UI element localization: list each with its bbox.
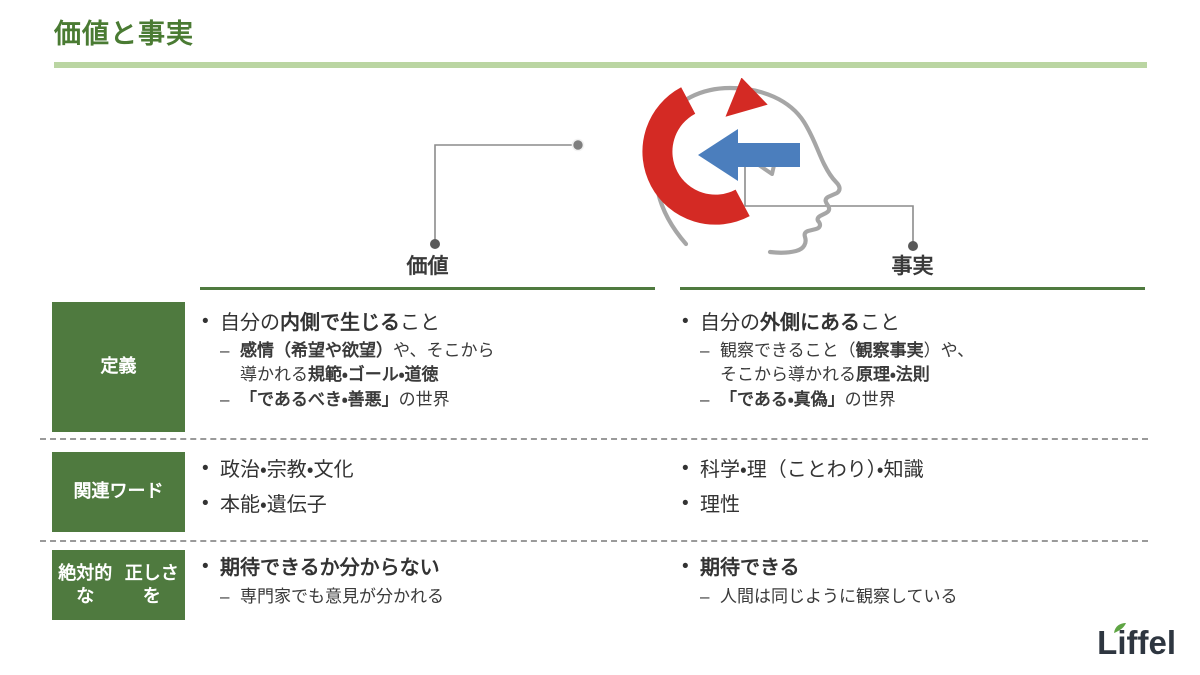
bullet-primary: 期待できる xyxy=(680,553,1180,583)
cell-definition-fact: 自分の外側にあること観察できること（観察事実）や、そこから導かれる原理・法則「で… xyxy=(680,296,1180,413)
bullet-secondary: 専門家でも意見が分かれる xyxy=(200,585,670,609)
bullet-secondary-line: 専門家でも意見が分かれる xyxy=(240,587,444,606)
bullet-primary: 理性 xyxy=(680,490,1180,520)
row-label-line: 絶対的な xyxy=(58,562,113,606)
body-text: ）や、 xyxy=(923,341,975,360)
bullet-secondary-line: 観察できること（観察事実）や、 xyxy=(720,341,974,360)
body-text: 自分の xyxy=(220,312,280,334)
emphasis-text: 「である・真偽」 xyxy=(720,390,845,410)
emphasis-text: 外側にある xyxy=(760,312,860,334)
emphasis-text: 期待できるか分からない xyxy=(220,557,440,579)
body-text: 人間は同じように観察している xyxy=(720,587,958,606)
emphasis-text: 期待できる xyxy=(700,557,800,579)
bullet-primary: 自分の外側にあること xyxy=(680,308,1180,338)
bullet-secondary-line: 導かれる規範・ゴール・道徳 xyxy=(240,363,670,387)
bullet-secondary: 「であるべき・善悪」の世界 xyxy=(200,388,670,412)
table-row: 関連ワード 政治・宗教・文化本能・遺伝子 科学・理（ことわり）・知識理性 xyxy=(0,446,1200,540)
emphasis-text: 規範・ゴール・道徳 xyxy=(308,365,439,385)
table-row: 定義 自分の内側で生じること感情（希望や欲望）や、そこから導かれる規範・ゴール・… xyxy=(0,296,1200,436)
bullet-primary: 本能・遺伝子 xyxy=(200,490,670,520)
bullet-primary: 科学・理（ことわり）・知識 xyxy=(680,455,1180,485)
brand-logo: Liffel xyxy=(1097,623,1176,661)
circular-arrow-icon xyxy=(642,78,768,225)
bullet-primary: 政治・宗教・文化 xyxy=(200,455,670,485)
cell-absolute-correctness-value: 期待できるか分からない専門家でも意見が分かれる xyxy=(200,546,670,609)
body-text: こと xyxy=(400,312,440,334)
emphasis-text: 内側で生じる xyxy=(280,312,400,334)
bullet-list: 期待できる人間は同じように観察している xyxy=(680,553,1180,609)
emphasis-text: 「であるべき・善悪」 xyxy=(240,390,399,410)
row-divider xyxy=(40,438,1148,440)
column-header-value: 価値 xyxy=(406,255,449,278)
title-block: 価値と事実 xyxy=(54,18,1148,50)
row-divider xyxy=(40,540,1148,542)
body-text: そこから導かれる xyxy=(720,365,856,385)
body-text: 本能・遺伝子 xyxy=(220,494,327,516)
logo-text: Liffel xyxy=(1097,624,1176,661)
cell-related-words-value: 政治・宗教・文化本能・遺伝子 xyxy=(200,446,670,526)
column-rule-value xyxy=(200,287,655,290)
body-text: 自分の xyxy=(700,312,760,334)
row-label-line: 関連ワード xyxy=(73,481,164,502)
body-text: の世界 xyxy=(398,390,450,410)
bullet-secondary-line: 「である・真偽」の世界 xyxy=(720,390,896,409)
bullet-list: 科学・理（ことわり）・知識理性 xyxy=(680,455,1180,520)
bullet-secondary: 「である・真偽」の世界 xyxy=(680,388,1180,412)
row-label-line: 正しさを xyxy=(124,562,179,606)
body-text: の世界 xyxy=(844,390,896,410)
body-text: 導かれる xyxy=(240,365,308,385)
body-text: 観察できること（ xyxy=(720,341,856,360)
column-header-fact: 事実 xyxy=(891,255,934,278)
body-text: 政治・宗教・文化 xyxy=(220,459,354,481)
row-label-absolute-correctness: 絶対的な正しさを xyxy=(52,550,185,620)
body-text: こと xyxy=(860,312,900,334)
cell-definition-value: 自分の内側で生じること感情（希望や欲望）や、そこから導かれる規範・ゴール・道徳「… xyxy=(200,296,670,413)
leaf-icon xyxy=(1114,623,1127,633)
bullet-secondary-line: そこから導かれる原理・法則 xyxy=(720,363,1180,387)
bullet-list: 自分の内側で生じること感情（希望や欲望）や、そこから導かれる規範・ゴール・道徳「… xyxy=(200,308,670,413)
left-arrow-icon xyxy=(698,129,800,181)
bullet-secondary-line: 人間は同じように観察している xyxy=(720,587,958,606)
bullet-primary: 期待できるか分からない xyxy=(200,553,670,583)
title-underline-rule xyxy=(54,62,1147,68)
body-text: 理性 xyxy=(700,494,740,516)
bullet-secondary: 観察できること（観察事実）や、そこから導かれる原理・法則 xyxy=(680,339,1180,387)
bullet-list: 自分の外側にあること観察できること（観察事実）や、そこから導かれる原理・法則「で… xyxy=(680,308,1180,413)
emphasis-text: 原理・法則 xyxy=(856,365,930,385)
row-label-definition: 定義 xyxy=(52,302,185,432)
body-text: 科学・理（ことわり）・知識 xyxy=(700,459,924,481)
row-label-related-words: 関連ワード xyxy=(52,452,185,532)
value-connector-line xyxy=(430,138,585,249)
page-title: 価値と事実 xyxy=(54,19,194,49)
body-text: や、そこから xyxy=(393,341,495,360)
head-diagram xyxy=(400,78,960,263)
bullet-secondary: 人間は同じように観察している xyxy=(680,585,1180,609)
bullet-primary: 自分の内側で生じること xyxy=(200,308,670,338)
cell-absolute-correctness-fact: 期待できる人間は同じように観察している xyxy=(680,546,1180,609)
bullet-list: 政治・宗教・文化本能・遺伝子 xyxy=(200,455,670,520)
row-label-line: 定義 xyxy=(100,356,137,377)
column-rule-fact xyxy=(680,287,1145,290)
cell-related-words-fact: 科学・理（ことわり）・知識理性 xyxy=(680,446,1180,526)
body-text: 専門家でも意見が分かれる xyxy=(240,587,444,606)
bullet-secondary-line: 「であるべき・善悪」の世界 xyxy=(240,390,450,409)
emphasis-text: 感情（希望や欲望） xyxy=(240,341,393,360)
bullet-secondary-line: 感情（希望や欲望）や、そこから xyxy=(240,341,495,360)
bullet-list: 期待できるか分からない専門家でも意見が分かれる xyxy=(200,553,670,609)
emphasis-text: 観察事実 xyxy=(855,341,924,360)
